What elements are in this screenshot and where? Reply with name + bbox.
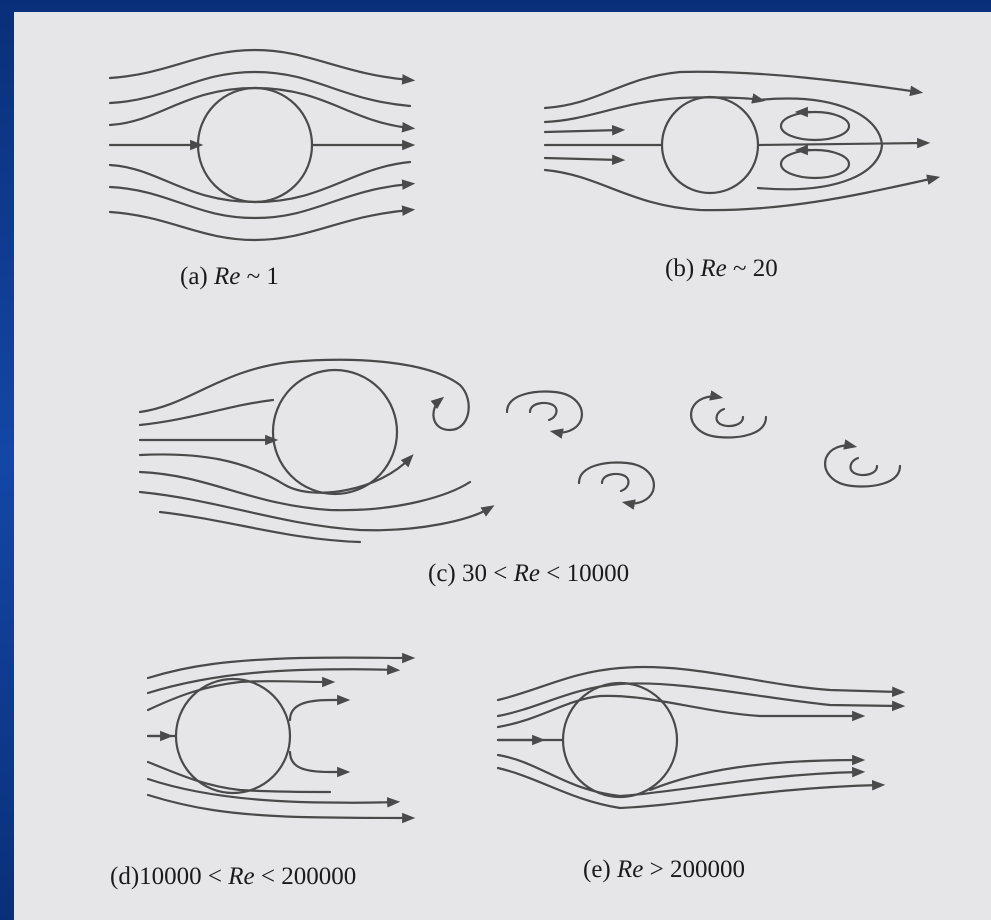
vortex xyxy=(691,397,766,438)
streamline xyxy=(110,50,410,80)
streamline xyxy=(650,760,860,790)
panel-c-label: (c) 30 < Re < 10000 xyxy=(428,560,629,587)
panel-a-label: (a) Re ~ 1 xyxy=(180,263,279,290)
separated-flow xyxy=(290,752,345,772)
panel-d-label: (d)10000 < Re < 200000 xyxy=(110,863,356,890)
streamline xyxy=(140,360,469,430)
panel-b-label: (b) Re ~ 20 xyxy=(665,255,778,282)
cylinder-a xyxy=(198,88,312,202)
panel-e-diagram xyxy=(498,667,900,808)
cylinder-b xyxy=(662,97,758,193)
streamline xyxy=(545,158,620,160)
vortex xyxy=(825,446,900,487)
streamline xyxy=(148,795,410,818)
streamline xyxy=(498,683,900,716)
streamline xyxy=(758,143,925,145)
streamline xyxy=(498,667,900,700)
streamline xyxy=(140,400,273,425)
streamline xyxy=(140,492,490,530)
panel-c-diagram xyxy=(140,360,900,542)
streamline xyxy=(110,88,410,128)
streamline xyxy=(110,210,410,240)
separated-flow xyxy=(290,700,345,720)
panel-b-diagram xyxy=(545,72,935,210)
streamline xyxy=(148,658,410,678)
streamline xyxy=(545,130,620,132)
vortex xyxy=(579,463,654,504)
streamline xyxy=(140,454,410,492)
panel-a-diagram xyxy=(110,50,410,240)
streamline xyxy=(545,170,935,210)
vortex xyxy=(507,392,582,433)
cylinder-d xyxy=(176,679,290,793)
panel-e-label: (e) Re > 200000 xyxy=(583,856,745,883)
panel-d-diagram xyxy=(148,658,410,818)
eddy-upper xyxy=(781,112,849,140)
eddy-lower xyxy=(781,150,849,178)
cylinder-c xyxy=(273,370,397,494)
streamline xyxy=(110,162,410,202)
